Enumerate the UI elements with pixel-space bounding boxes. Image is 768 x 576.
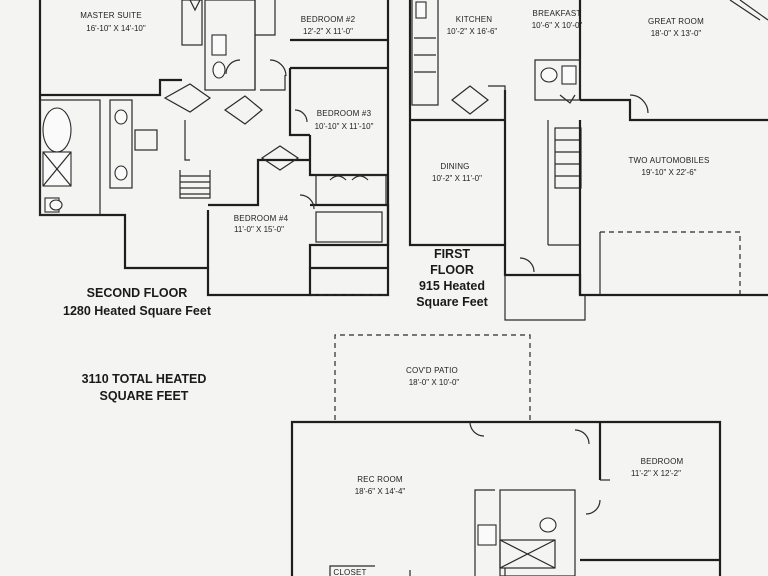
room-dims-dining: 10'-2" X 11'-0" — [432, 174, 482, 183]
room-name-master-suite: MASTER SUITE — [80, 11, 142, 20]
room-name-breakfast: BREAKFAST — [533, 9, 582, 18]
room-name-kitchen: KITCHEN — [456, 15, 493, 24]
room-name-bedroom-2: BEDROOM #2 — [301, 15, 356, 24]
room-dims-covd-patio: 18'-0" X 10'-0" — [409, 378, 460, 387]
first-floor-title-line2: FLOOR — [430, 263, 474, 277]
room-dims-bedroom-3: 10'-10" X 11'-10" — [315, 122, 374, 131]
room-dims-kitchen: 10'-2" X 16'-6" — [447, 27, 498, 36]
room-dims-bedroom-2: 12'-2" X 11'-0" — [303, 27, 353, 36]
room-dims-master-suite: 16'-10" X 14'-10" — [86, 24, 146, 33]
basement-plan — [290, 334, 722, 576]
first-floor-title-line1: FIRST — [434, 247, 470, 261]
room-name-dining: DINING — [440, 162, 469, 171]
second-floor-plan — [38, 0, 390, 297]
first-floor-area-line1: 915 Heated — [419, 279, 485, 293]
second-floor-area: 1280 Heated Square Feet — [63, 304, 212, 318]
room-dims-breakfast: 10'-6" X 10'-0" — [532, 21, 583, 30]
room-name-covd-patio: COV'D PATIO — [406, 366, 458, 375]
first-floor-plan — [408, 0, 768, 321]
first-floor-area-line2: Square Feet — [416, 295, 488, 309]
room-dims-bedroom-basement: 11'-2" X 12'-2" — [631, 469, 681, 478]
room-name-bedroom-basement: BEDROOM — [641, 457, 684, 466]
room-name-bedroom-3: BEDROOM #3 — [317, 109, 372, 118]
total-area-line1: 3110 TOTAL HEATED — [82, 372, 207, 386]
second-floor-title: SECOND FLOOR — [87, 286, 188, 300]
room-name-rec-room: REC ROOM — [357, 475, 403, 484]
room-dims-two-automobiles: 19'-10" X 22'-6" — [642, 168, 697, 177]
room-name-closet: CLOSET — [333, 568, 366, 576]
room-name-two-automobiles: TWO AUTOMOBILES — [628, 156, 709, 165]
total-area-line2: SQUARE FEET — [100, 389, 189, 403]
room-dims-great-room: 18'-0" X 13'-0" — [651, 29, 702, 38]
room-dims-rec-room: 18'-6" X 14'-4" — [355, 487, 406, 496]
room-name-bedroom-4: BEDROOM #4 — [234, 214, 289, 223]
room-name-great-room: GREAT ROOM — [648, 17, 704, 26]
room-dims-bedroom-4: 11'-0" X 15'-0" — [234, 225, 284, 234]
